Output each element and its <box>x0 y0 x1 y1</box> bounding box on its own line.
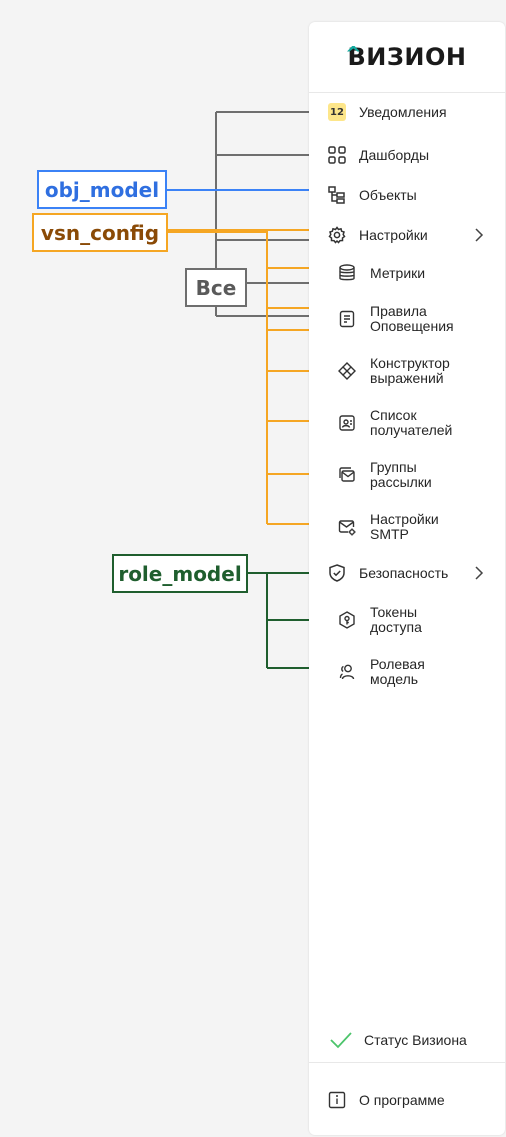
grid-icon <box>327 145 347 165</box>
footer-divider <box>309 1062 505 1063</box>
label-line-1: Токены <box>370 604 418 620</box>
sidebar-item-label: Конструктор выражений <box>370 356 450 386</box>
role-model-box: role_model <box>112 554 248 593</box>
mail-gear-icon <box>337 517 357 537</box>
sidebar-item-security[interactable]: Безопасность <box>309 562 505 584</box>
logo[interactable]: ^ ВИЗИОН <box>309 22 505 93</box>
hierarchy-icon <box>327 185 347 205</box>
sidebar-item-label: О программе <box>359 1091 445 1108</box>
label-line-2: модель <box>370 671 419 687</box>
sidebar-item-label: Ролевая модель <box>370 657 425 687</box>
obj-model-label: obj_model <box>44 177 160 202</box>
all-label: Все <box>195 275 237 300</box>
vsn-config-label: vsn_config <box>40 220 160 245</box>
sidebar-item-role-model[interactable]: Ролевая модель <box>309 655 505 689</box>
sidebar-item-tokens[interactable]: Токены доступа <box>309 603 505 637</box>
sidebar-item-label: Настройки SMTP <box>370 512 439 542</box>
sidebar-item-status[interactable]: Статус Визиона <box>309 1029 505 1051</box>
sidebar-item-about[interactable]: О программе <box>309 1089 505 1111</box>
label-line-2: выражений <box>370 370 444 386</box>
notifications-badge: 12 <box>328 103 346 121</box>
check-icon <box>329 1030 353 1050</box>
gear-icon <box>327 225 347 245</box>
vsn-trunk <box>168 231 268 524</box>
all-box: Все <box>185 268 247 307</box>
sidebar-item-settings[interactable]: Настройки <box>309 224 505 246</box>
label-line-2: SMTP <box>370 526 409 542</box>
sidebar-item-label: Безопасность <box>359 564 449 581</box>
vsn-config-box: vsn_config <box>32 213 168 252</box>
label-line-1: Ролевая <box>370 656 425 672</box>
logo-text: ВИЗИОН <box>347 43 467 71</box>
sidebar-item-metrics[interactable]: Метрики <box>309 262 505 284</box>
sidebar-item-label: Правила Оповещения <box>370 304 454 334</box>
sidebar-item-label: Метрики <box>370 264 426 281</box>
label-line-1: Конструктор <box>370 355 450 371</box>
badge-icon: 12 <box>327 102 347 122</box>
label-line-1: Правила <box>370 303 427 319</box>
label-line-2: Оповещения <box>370 318 454 334</box>
sidebar-item-label: Настройки <box>359 226 428 243</box>
users-icon <box>337 662 357 682</box>
label-line-2: рассылки <box>370 474 432 490</box>
sidebar-item-label: Объекты <box>359 186 417 203</box>
token-icon <box>337 610 357 630</box>
chevron-right-icon[interactable] <box>469 563 489 583</box>
sidebar-item-label: Группы рассылки <box>370 460 432 490</box>
role-model-label: role_model <box>118 561 242 586</box>
database-icon <box>337 263 357 283</box>
diamond-icon <box>337 361 357 381</box>
sidebar-item-label: Уведомления <box>359 103 447 120</box>
sidebar-item-label: Список получателей <box>370 408 452 438</box>
sidebar-item-smtp[interactable]: Настройки SMTP <box>309 510 505 544</box>
contact-list-icon <box>337 413 357 433</box>
label-line-1: Группы <box>370 459 417 475</box>
label-line-2: доступа <box>370 619 422 635</box>
chevron-right-icon[interactable] <box>469 225 489 245</box>
sidebar-item-recipients[interactable]: Список получателей <box>309 406 505 440</box>
document-icon <box>337 309 357 329</box>
sidebar-item-alert-rules[interactable]: Правила Оповещения <box>309 302 505 336</box>
label-line-1: Список <box>370 407 417 423</box>
sidebar-item-label: Статус Визиона <box>364 1031 467 1048</box>
sidebar-item-mail-groups[interactable]: Группы рассылки <box>309 458 505 492</box>
sidebar-item-label: Дашборды <box>359 146 429 163</box>
sidebar-item-objects[interactable]: Объекты <box>309 184 505 206</box>
sidebar-item-dashboards[interactable]: Дашборды <box>309 144 505 166</box>
sidebar-item-expression-builder[interactable]: Конструктор выражений <box>309 354 505 388</box>
sidebar-item-label: Токены доступа <box>370 605 422 635</box>
sidebar-item-notifications[interactable]: 12 Уведомления <box>309 101 505 123</box>
mail-group-icon <box>337 465 357 485</box>
info-icon <box>327 1090 347 1110</box>
label-line-2: получателей <box>370 422 453 438</box>
label-line-1: Настройки <box>370 511 439 527</box>
logo-mark: ^ <box>345 42 362 66</box>
shield-icon <box>327 563 347 583</box>
obj-model-box: obj_model <box>37 170 167 209</box>
sidebar: ^ ВИЗИОН 12 Уведомления Дашборды Объекты… <box>309 22 505 1135</box>
